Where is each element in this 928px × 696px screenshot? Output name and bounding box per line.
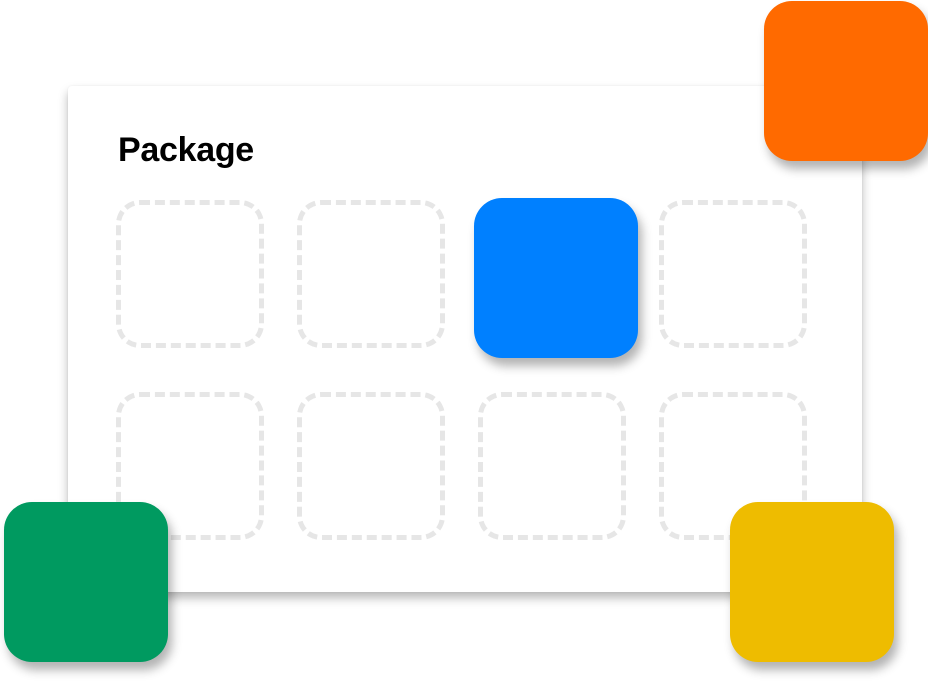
yellow-tile[interactable] xyxy=(730,502,894,662)
panel-title: Package xyxy=(118,131,254,169)
blue-tile[interactable] xyxy=(474,198,638,358)
empty-slot-r1c1[interactable] xyxy=(116,200,264,348)
empty-slot-r1c2[interactable] xyxy=(297,200,445,348)
empty-slot-r1c4[interactable] xyxy=(659,200,807,348)
package-panel: Package xyxy=(68,86,862,592)
empty-slot-r2c2[interactable] xyxy=(297,392,445,540)
empty-slot-r2c1[interactable] xyxy=(116,392,264,540)
orange-tile[interactable] xyxy=(764,1,928,161)
green-tile[interactable] xyxy=(4,502,168,662)
empty-slot-r2c3[interactable] xyxy=(478,392,626,540)
